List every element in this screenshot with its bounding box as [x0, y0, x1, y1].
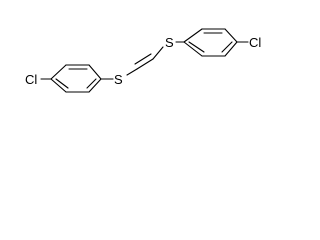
aromatic-bond-inner	[55, 78, 69, 89]
chlorine-atom-right: Cl	[249, 35, 261, 50]
bond	[88, 78, 102, 93]
sulfur-atom-right: S	[165, 35, 174, 50]
aromatic-bond-inner	[86, 78, 97, 89]
bond	[50, 64, 67, 80]
aromatic-bond-inner	[221, 41, 233, 53]
chlorine-atom-left: Cl	[25, 72, 37, 87]
s-vinyl-bond-left	[126, 68, 138, 76]
bond	[183, 41, 203, 57]
aromatic-bond-inner	[188, 41, 205, 53]
sulfur-atom-left: S	[114, 72, 123, 87]
right-phenyl-ring	[183, 28, 238, 57]
vinyl-double-bond	[136, 58, 154, 70]
s-vinyl-bond-right	[152, 46, 164, 60]
bond	[224, 28, 238, 43]
vinyl-double-bond-inner	[134, 53, 152, 65]
bond	[50, 78, 67, 93]
bond	[88, 64, 102, 80]
bond	[183, 28, 203, 43]
left-phenyl-ring	[50, 64, 102, 93]
bond	[224, 41, 238, 57]
chemical-structure: Cl S S Cl	[25, 28, 261, 93]
